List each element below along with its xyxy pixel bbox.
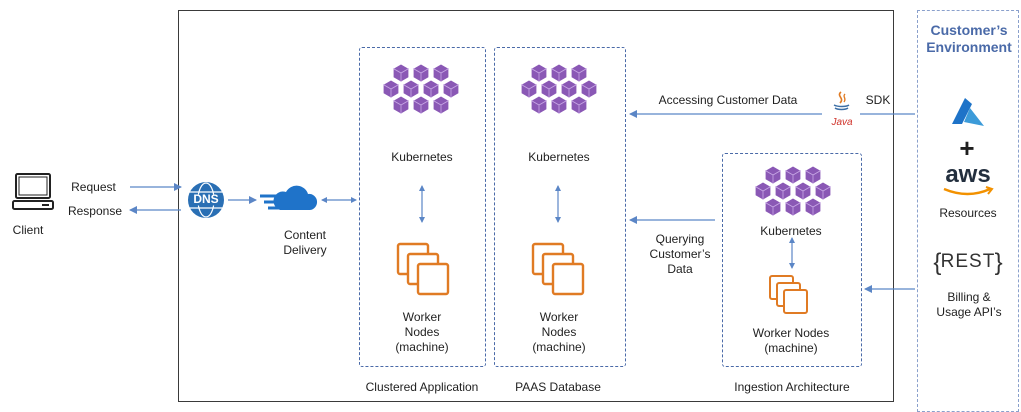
clustered-application-caption: Clustered Application: [365, 380, 479, 394]
clustered-application-box: [359, 47, 486, 367]
worker-nodes-icon-paas: [531, 242, 585, 296]
paas-kubernetes-label: Kubernetes: [528, 150, 590, 164]
accessing-customer-data-label: Accessing Customer Data: [658, 93, 798, 107]
azure-icon: [952, 98, 984, 126]
main-architecture-panel: [178, 10, 894, 402]
paas-database-caption: PAAS Database: [515, 380, 601, 394]
kubernetes-cube-edge: [531, 100, 547, 114]
aws-logo-text: aws: [945, 161, 991, 188]
kubernetes-icon-ingestion: [754, 165, 832, 217]
response-label: Response: [67, 204, 123, 218]
environment-title: Customer’s Environment: [919, 22, 1019, 56]
rest-api-braces-icon: { }: [933, 249, 1003, 276]
content-delivery-label: Content Delivery: [270, 228, 340, 258]
kubernetes-cube-edge: [433, 100, 449, 114]
worker-nodes-icon-ingestion: [769, 275, 808, 314]
querying-customers-data-label: Querying Customer’s Data: [640, 232, 720, 277]
kubernetes-cube-edge: [571, 68, 587, 82]
billing-line2: Usage API’s: [936, 305, 1002, 319]
billing-line1: Billing &: [947, 290, 991, 304]
ingestion-worker-line1: Worker Nodes: [752, 326, 830, 340]
paas-database-box: [494, 47, 626, 367]
querying-line3: Data: [667, 262, 693, 276]
java-label: Java: [831, 117, 853, 128]
kubernetes-cube-edge: [393, 100, 409, 114]
content-delivery-line2: Delivery: [283, 243, 327, 257]
kubernetes-cube-edge: [815, 186, 831, 200]
kubernetes-cube-edge: [433, 68, 449, 82]
kubernetes-cube-edge: [795, 186, 811, 200]
aws-smile-icon: [943, 186, 994, 196]
environment-title-line2: Environment: [926, 39, 1012, 55]
kubernetes-cube-edge: [413, 68, 429, 82]
clustered-kubernetes-label: Kubernetes: [391, 150, 453, 164]
paas-worker-label: Worker Nodes (machine): [528, 310, 590, 355]
kubernetes-cube-edge: [581, 84, 597, 98]
kubernetes-cube-edge: [443, 84, 459, 98]
kubernetes-cube-edge: [521, 84, 537, 98]
kubernetes-cube-edge: [755, 186, 771, 200]
kubernetes-cube-edge: [785, 170, 801, 184]
kubernetes-cube-edge: [805, 202, 821, 216]
kubernetes-cube-edge: [551, 68, 567, 82]
paas-worker-line1: Worker: [539, 310, 579, 324]
ingestion-worker-label: Worker Nodes (machine): [748, 326, 834, 356]
querying-line1: Querying: [655, 232, 705, 246]
kubernetes-cube-edge: [785, 202, 801, 216]
paas-worker-line2: Nodes: [541, 325, 577, 339]
kubernetes-cube-edge: [765, 170, 781, 184]
ingestion-architecture-caption: Ingestion Architecture: [734, 380, 850, 394]
dns-globe-icon: [188, 182, 224, 218]
kubernetes-cube-edge: [531, 68, 547, 82]
dns-text: DNS: [193, 192, 219, 206]
paas-worker-line3: (machine): [532, 340, 586, 354]
billing-usage-label: Billing & Usage API’s: [926, 290, 1012, 320]
querying-line2: Customer’s: [649, 247, 711, 261]
rest-label: REST: [940, 251, 996, 272]
kubernetes-cube-edge: [393, 68, 409, 82]
clustered-worker-label: Worker Nodes (machine): [391, 310, 453, 355]
worker-nodes-icon-clustered: [396, 242, 450, 296]
clustered-worker-line2: Nodes: [404, 325, 440, 339]
content-delivery-line1: Content: [283, 228, 327, 242]
client-label: Client: [12, 223, 44, 237]
java-icon: [833, 91, 850, 111]
ingestion-kubernetes-label: Kubernetes: [760, 224, 822, 238]
kubernetes-cube-edge: [551, 100, 567, 114]
clustered-worker-line1: Worker: [402, 310, 442, 324]
kubernetes-cube-edge: [383, 84, 399, 98]
kubernetes-cube-edge: [571, 100, 587, 114]
kubernetes-cube-edge: [413, 100, 429, 114]
kubernetes-cube-edge: [765, 202, 781, 216]
kubernetes-cube-edge: [561, 84, 577, 98]
kubernetes-icon-paas: [520, 63, 598, 115]
environment-title-line1: Customer’s: [930, 22, 1008, 38]
resources-label: Resources: [939, 206, 997, 220]
kubernetes-cube-edge: [403, 84, 419, 98]
clustered-worker-line3: (machine): [395, 340, 449, 354]
kubernetes-icon-clustered: [382, 63, 460, 115]
kubernetes-cube-edge: [541, 84, 557, 98]
request-label: Request: [71, 180, 116, 194]
kubernetes-cube-edge: [805, 170, 821, 184]
ingestion-worker-line2: (machine): [764, 341, 818, 355]
sdk-label: SDK: [865, 93, 891, 107]
laptop-icon: [12, 173, 54, 210]
plus-sign: +: [959, 133, 975, 163]
kubernetes-cube-edge: [423, 84, 439, 98]
ingestion-architecture-box: [722, 153, 862, 367]
kubernetes-cube-edge: [775, 186, 791, 200]
content-delivery-cloud-icon: [260, 185, 318, 210]
